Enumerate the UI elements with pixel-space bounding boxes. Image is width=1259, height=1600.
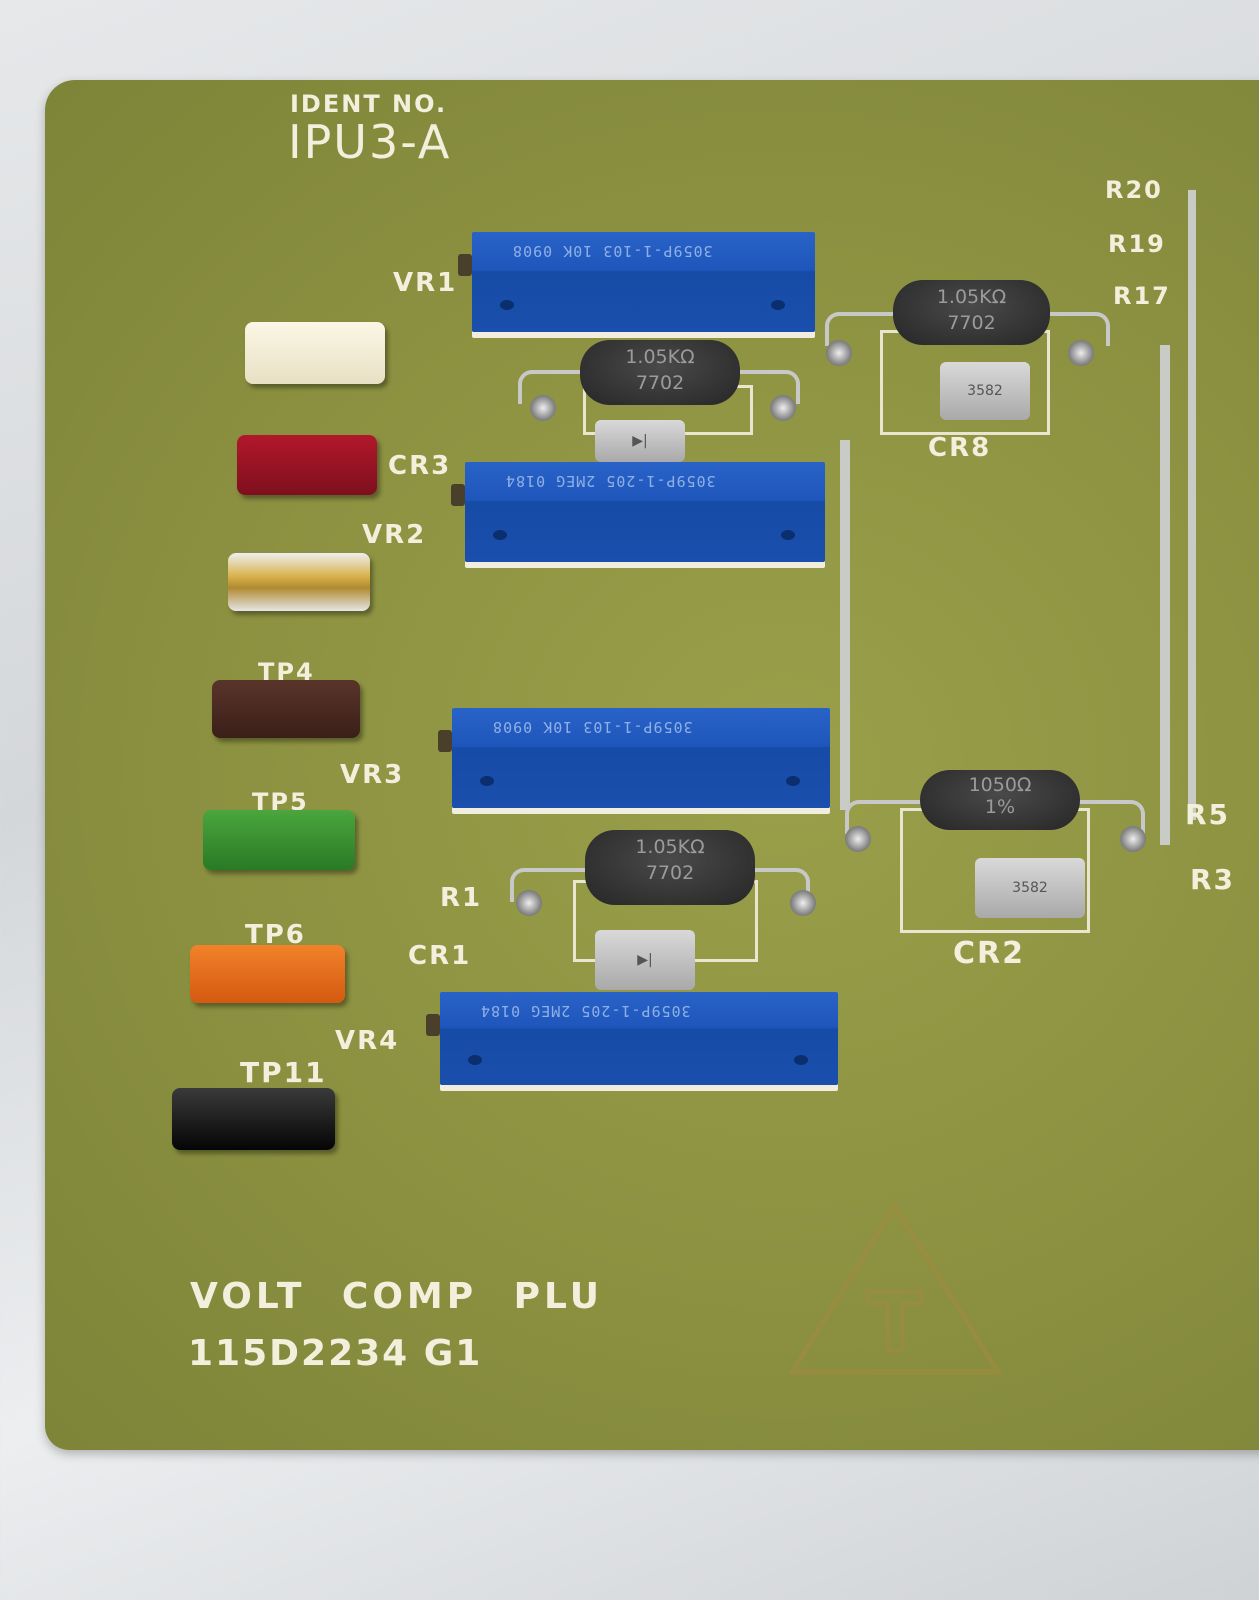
trimmer-pot-vr3[interactable]: 3059P-1-103 10K 0908 bbox=[438, 708, 830, 808]
diode-cr3: ▶| bbox=[595, 420, 685, 462]
resistor-value: 1.05KΩ bbox=[936, 286, 1007, 308]
diode-cr8: 3582 bbox=[940, 362, 1030, 420]
solder-pad bbox=[1120, 826, 1146, 852]
trace bbox=[1160, 345, 1170, 845]
resistor-code: 7702 bbox=[635, 372, 685, 394]
label-vr3: VR3 bbox=[340, 760, 405, 790]
label-vr4: VR4 bbox=[335, 1026, 400, 1056]
label-r19: R19 bbox=[1108, 230, 1166, 258]
svg-text:T: T bbox=[868, 1276, 923, 1369]
adjust-screw-icon[interactable] bbox=[451, 484, 465, 506]
mounting-hole bbox=[771, 300, 785, 310]
adjust-screw-icon[interactable] bbox=[458, 254, 472, 276]
label-r3: R3 bbox=[1190, 863, 1236, 896]
test-point-tp6[interactable] bbox=[190, 945, 345, 1003]
test-point-tp3[interactable] bbox=[228, 553, 370, 611]
pot-marking: 3059P-1-103 10K 0908 bbox=[512, 242, 713, 260]
adjust-screw-icon[interactable] bbox=[426, 1014, 440, 1036]
solder-pad bbox=[826, 340, 852, 366]
diode-symbol-icon: ▶| bbox=[632, 433, 648, 449]
ident-value: IPU3-A bbox=[288, 115, 452, 169]
ident-label: IDENT NO. bbox=[290, 90, 448, 118]
test-point-tp11[interactable] bbox=[172, 1088, 335, 1150]
adjust-screw-icon[interactable] bbox=[438, 730, 452, 752]
resistor-value: 1.05KΩ bbox=[635, 836, 705, 858]
diode-marking: 3582 bbox=[1012, 880, 1048, 896]
diode-cr1: ▶| bbox=[595, 930, 695, 990]
resistor-value: 1050Ω bbox=[968, 774, 1032, 796]
mounting-hole bbox=[493, 530, 507, 540]
trimmer-pot-vr4[interactable]: 3059P-1-205 2MEG 0184 bbox=[426, 992, 838, 1085]
trimmer-pot-vr2[interactable]: 3059P-1-205 2MEG 0184 bbox=[451, 462, 825, 562]
part-number: 115D2234 G1 bbox=[188, 1333, 483, 1374]
label-r17: R17 bbox=[1113, 282, 1171, 310]
label-tp11: TP11 bbox=[240, 1056, 327, 1089]
mounting-hole bbox=[468, 1055, 482, 1066]
test-point-tp2[interactable] bbox=[237, 435, 377, 495]
solder-pad bbox=[1068, 340, 1094, 366]
resistor-value: 1.05KΩ bbox=[625, 346, 695, 368]
solder-pad bbox=[516, 890, 542, 916]
mounting-hole bbox=[786, 776, 800, 786]
label-r5: R5 bbox=[1185, 798, 1231, 831]
label-cr3: CR3 bbox=[388, 451, 452, 481]
resistor-code: 7702 bbox=[947, 312, 996, 334]
mounting-hole bbox=[500, 300, 514, 310]
solder-pad bbox=[530, 395, 556, 421]
mounting-hole bbox=[480, 776, 494, 786]
diode-symbol-icon: ▶| bbox=[637, 952, 653, 968]
resistor: 1.05KΩ 7702 bbox=[580, 340, 740, 405]
label-vr1: VR1 bbox=[393, 268, 458, 298]
trace bbox=[1188, 190, 1196, 820]
label-r1: R1 bbox=[440, 883, 483, 913]
solder-pad bbox=[790, 890, 816, 916]
resistor: 1.05KΩ 7702 bbox=[585, 830, 755, 905]
label-vr2: VR2 bbox=[362, 520, 427, 550]
board-title: VOLT COMP PLU bbox=[190, 1276, 603, 1317]
resistor: 1.05KΩ 7702 bbox=[893, 280, 1050, 345]
test-point-tp1[interactable] bbox=[245, 322, 385, 384]
resistor-code: 1% bbox=[984, 796, 1016, 818]
test-point-tp5[interactable] bbox=[203, 810, 355, 870]
solder-pad bbox=[770, 395, 796, 421]
t-logo-icon: T bbox=[788, 1201, 1003, 1375]
resistor-code: 7702 bbox=[645, 862, 695, 884]
trace bbox=[840, 440, 850, 810]
test-point-tp4[interactable] bbox=[212, 680, 360, 738]
label-cr2: CR2 bbox=[953, 936, 1025, 971]
label-cr1: CR1 bbox=[408, 941, 472, 971]
label-r20: R20 bbox=[1105, 176, 1163, 204]
pot-marking: 3059P-1-205 2MEG 0184 bbox=[505, 472, 716, 490]
trimmer-pot-vr1[interactable]: 3059P-1-103 10K 0908 bbox=[458, 232, 815, 332]
pot-marking: 3059P-1-205 2MEG 0184 bbox=[480, 1002, 691, 1020]
mounting-hole bbox=[781, 530, 795, 540]
pot-marking: 3059P-1-103 10K 0908 bbox=[492, 718, 693, 736]
diode-cr2: 3582 bbox=[975, 858, 1085, 918]
label-cr8: CR8 bbox=[928, 433, 992, 463]
mounting-hole bbox=[794, 1055, 808, 1066]
solder-pad bbox=[845, 826, 871, 852]
diode-marking: 3582 bbox=[967, 383, 1003, 399]
